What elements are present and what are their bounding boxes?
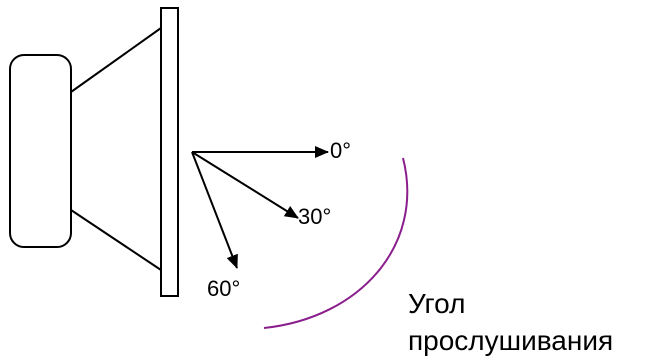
speaker-cone — [70, 27, 162, 271]
speaker-magnet — [9, 54, 72, 248]
label-30-degrees: 30° — [298, 204, 331, 229]
speaker-baffle — [160, 7, 179, 297]
arrow-30-degrees — [191, 151, 299, 219]
caption-line-2: прослушивания — [408, 325, 613, 356]
label-60-degrees: 60° — [207, 276, 240, 301]
arrow-60-degrees — [191, 151, 238, 269]
listening-angle-arc — [263, 157, 409, 329]
label-0-degrees: 0° — [330, 138, 351, 163]
caption-line-1: Угол — [408, 288, 465, 319]
